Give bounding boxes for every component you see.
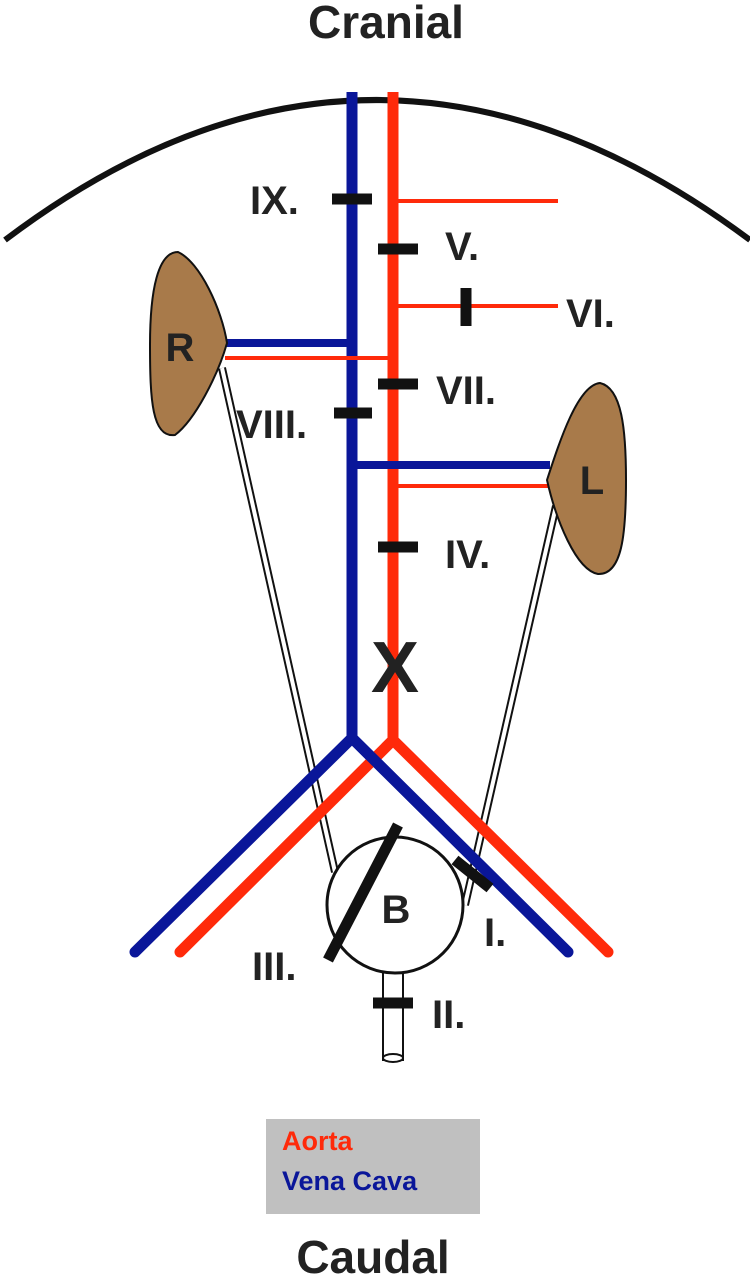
center-x-mark: X [371, 628, 419, 708]
right-ureter [218, 367, 339, 873]
bladder-label: B [382, 888, 411, 932]
right-kidney [148, 250, 229, 437]
body-outline-arc [3, 97, 750, 243]
legend-box [266, 1119, 480, 1214]
caudal-label: Caudal [296, 1231, 449, 1280]
ligation-mark-i [451, 855, 494, 893]
label-i: I. [484, 911, 506, 955]
right-kidney-label: R [166, 326, 195, 370]
label-viii: VIII. [236, 403, 307, 447]
legend-aorta: Aorta [282, 1126, 353, 1156]
ligation-mark-iii [323, 822, 403, 963]
label-ix: IX. [250, 179, 299, 223]
legend: Aorta Vena Cava [266, 1119, 480, 1214]
left-ureter [461, 505, 560, 906]
label-vi: VI. [566, 292, 615, 336]
label-v: V. [445, 225, 479, 269]
label-ii: II. [432, 993, 465, 1037]
left-kidney [545, 381, 628, 576]
ligation-marks [323, 193, 494, 1009]
vena-cava-right-branch-overlap [346, 732, 446, 831]
urethra [382, 971, 404, 1063]
cranial-label: Cranial [308, 0, 464, 48]
legend-vena-cava: Vena Cava [282, 1166, 418, 1196]
label-iii: III. [252, 945, 296, 989]
label-vii: VII. [436, 369, 496, 413]
label-iv: IV. [445, 533, 490, 577]
left-kidney-label: L [580, 459, 604, 503]
